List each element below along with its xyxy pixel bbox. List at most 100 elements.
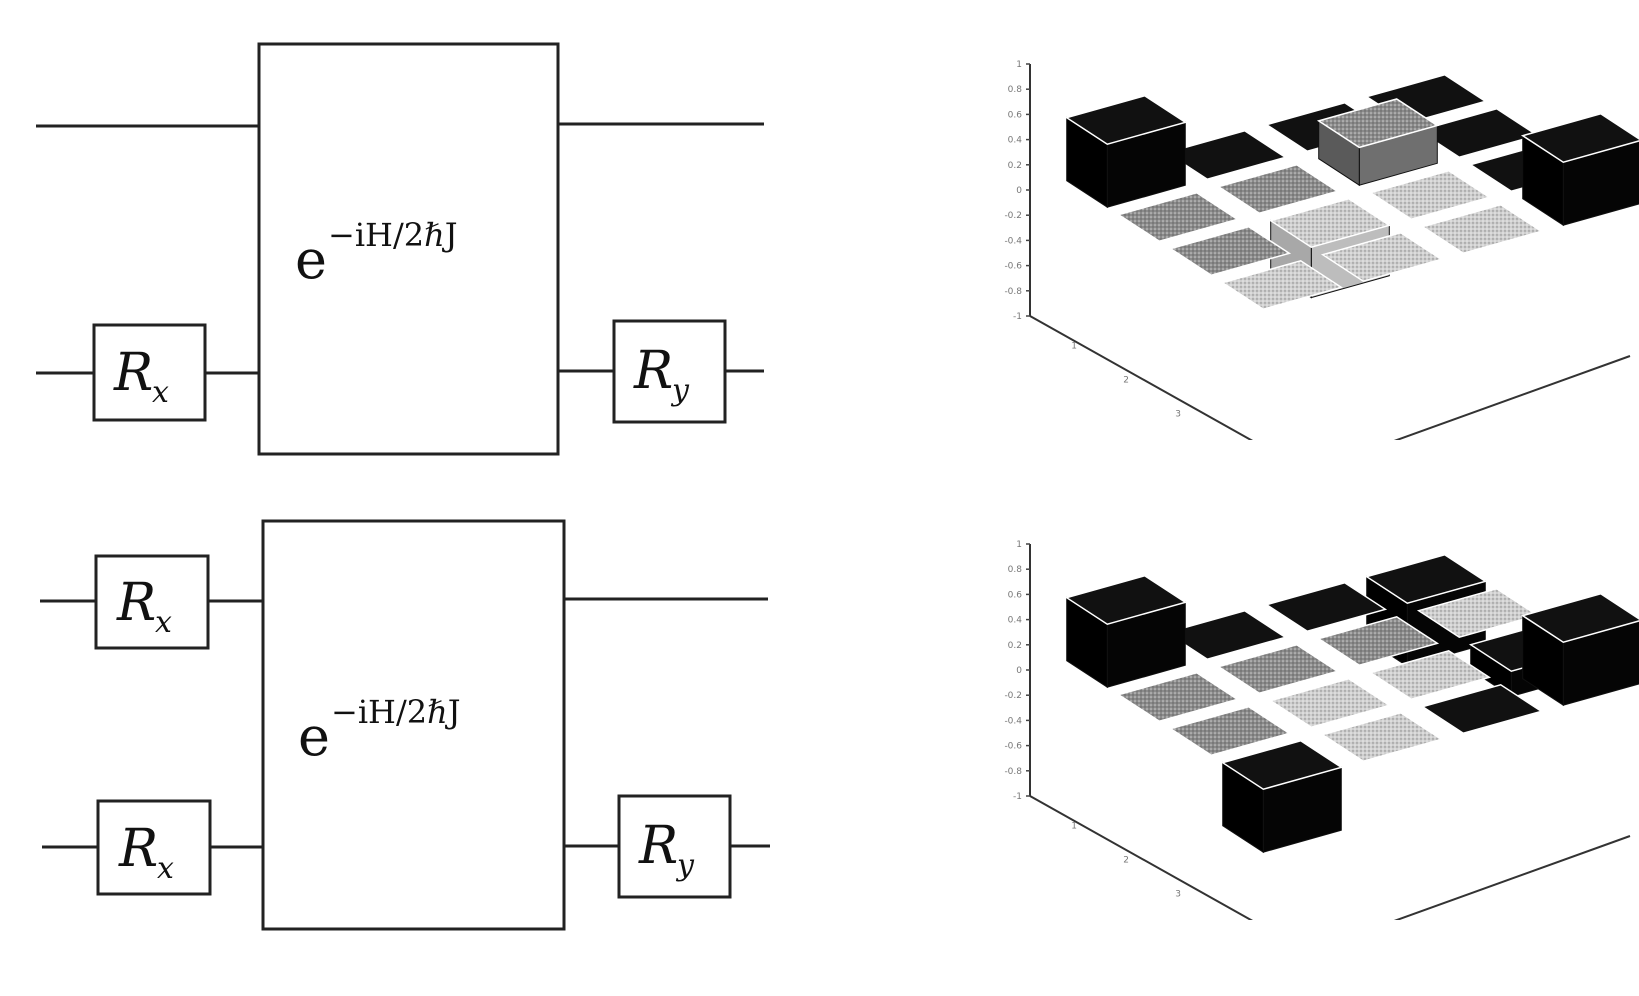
- bar: [1368, 169, 1492, 221]
- z-tick-label: 0.2: [1008, 161, 1022, 171]
- z-tick-label: -0.2: [1004, 211, 1022, 221]
- z-tick-label: 0.4: [1008, 136, 1023, 146]
- rx-gate-bottom-q2: R x: [96, 799, 212, 896]
- density-matrix-chart-top: 10.80.60.40.20-0.2-0.4-0.6-0.8-11234: [1004, 60, 1639, 440]
- bar-top-face: [1064, 574, 1188, 626]
- bar-top-face: [1316, 98, 1440, 149]
- bar-top-face: [1420, 683, 1544, 735]
- rx-gate-bottom-q1: R x: [94, 554, 210, 650]
- bar: [1368, 649, 1492, 701]
- z-tick-label: -1: [1013, 792, 1022, 802]
- bar-top-face: [1164, 609, 1288, 661]
- bar-top-face: [1116, 191, 1240, 243]
- z-tick-label: -0.4: [1004, 716, 1022, 726]
- bar-top-face: [1268, 677, 1392, 729]
- bar-top-face: [1064, 94, 1188, 146]
- z-tick-label: 1: [1016, 540, 1022, 550]
- ry-gate-bottom-q2: R y: [617, 794, 732, 899]
- bar: [1316, 615, 1440, 667]
- unitary-base-bottom: e: [298, 705, 330, 768]
- gate-symbol: R: [638, 816, 678, 876]
- bar: [1216, 643, 1340, 695]
- bar: [1420, 683, 1544, 735]
- bar: [1264, 581, 1388, 633]
- unitary-exponent-bottom: −iH/2ℏJ: [331, 693, 461, 731]
- bar: [1320, 711, 1444, 763]
- bar-top-face: [1216, 643, 1340, 695]
- z-tick-label: 0.4: [1008, 616, 1023, 626]
- bar: [1164, 609, 1288, 661]
- gate-symbol: R: [113, 343, 153, 403]
- bar: [1116, 671, 1240, 723]
- bar: [1320, 231, 1444, 283]
- bar: [1168, 705, 1292, 757]
- z-tick-label: 0.6: [1008, 590, 1023, 600]
- bar: [1064, 94, 1188, 209]
- x-tick-label: 1: [1071, 341, 1077, 351]
- bar: [1520, 592, 1639, 707]
- ry-gate-top-q2: R y: [612, 319, 727, 424]
- bar-top-face: [1316, 615, 1440, 667]
- bar-top-face: [1168, 225, 1292, 277]
- bar-top-face: [1420, 203, 1544, 255]
- z-tick-label: -0.6: [1004, 262, 1022, 272]
- bar: [1164, 129, 1288, 181]
- density-matrix-chart-bottom: 10.80.60.40.20-0.2-0.4-0.6-0.8-11234: [1004, 540, 1639, 920]
- z-tick-label: -0.8: [1004, 767, 1022, 777]
- z-tick-label: -1: [1013, 312, 1022, 322]
- y-axis: [1393, 835, 1631, 920]
- bar-top-face: [1364, 553, 1488, 605]
- x-tick-label: 3: [1175, 889, 1181, 899]
- z-tick-label: -0.4: [1004, 236, 1022, 246]
- unitary-gate-top: [257, 42, 560, 456]
- bar: [1520, 112, 1639, 227]
- x-tick-label: 3: [1175, 409, 1181, 419]
- x-tick-label: 2: [1123, 375, 1129, 385]
- bar-top-face: [1168, 705, 1292, 757]
- bar: [1268, 677, 1392, 729]
- bar-top-face: [1220, 739, 1344, 791]
- gate-subscript: x: [157, 851, 174, 886]
- bar-top-face: [1216, 163, 1340, 215]
- z-tick-label: 0: [1016, 666, 1022, 676]
- gate-symbol: R: [116, 573, 156, 633]
- gate-symbol: R: [633, 341, 673, 401]
- z-tick-label: 1: [1016, 60, 1022, 70]
- bar: [1216, 163, 1340, 215]
- y-axis: [1393, 355, 1631, 440]
- bar: [1420, 203, 1544, 255]
- bar-top-face: [1320, 711, 1444, 763]
- bar: [1168, 225, 1292, 277]
- z-tick-label: -0.8: [1004, 287, 1022, 297]
- unitary-gate-bottom: [261, 519, 566, 931]
- z-tick-label: 0.2: [1008, 641, 1022, 651]
- bar-top-face: [1320, 231, 1444, 283]
- z-tick-label: 0.8: [1008, 85, 1023, 95]
- z-tick-label: 0.8: [1008, 565, 1023, 575]
- x-tick-label: 1: [1071, 821, 1077, 831]
- z-tick-label: 0.6: [1008, 110, 1023, 120]
- circuit-diagrams: e −iH/2ℏJ R x R y e −iH/2ℏJ R x R x: [36, 42, 770, 931]
- circuit-bottom: e −iH/2ℏJ R x R x R y: [40, 519, 770, 931]
- gate-symbol: R: [118, 819, 158, 879]
- bar-top-face: [1268, 197, 1392, 249]
- bar: [1220, 739, 1344, 854]
- x-axis: [1029, 795, 1254, 920]
- bar: [1316, 98, 1440, 187]
- bar-top-face: [1164, 129, 1288, 181]
- gate-subscript: y: [675, 848, 695, 883]
- bar: [1064, 574, 1188, 689]
- bar-top-face: [1368, 169, 1492, 221]
- unitary-base-top: e: [295, 228, 327, 291]
- circuit-top: e −iH/2ℏJ R x R y: [36, 42, 764, 456]
- x-tick-label: 2: [1123, 855, 1129, 865]
- bar-top-face: [1220, 259, 1344, 311]
- bar-top-face: [1520, 112, 1639, 164]
- bar-top-face: [1520, 592, 1639, 644]
- gate-subscript: y: [670, 373, 690, 408]
- bar-top-face: [1368, 649, 1492, 701]
- z-tick-label: -0.2: [1004, 691, 1022, 701]
- bar: [1116, 191, 1240, 243]
- bar: [1220, 259, 1344, 311]
- bar-top-face: [1116, 671, 1240, 723]
